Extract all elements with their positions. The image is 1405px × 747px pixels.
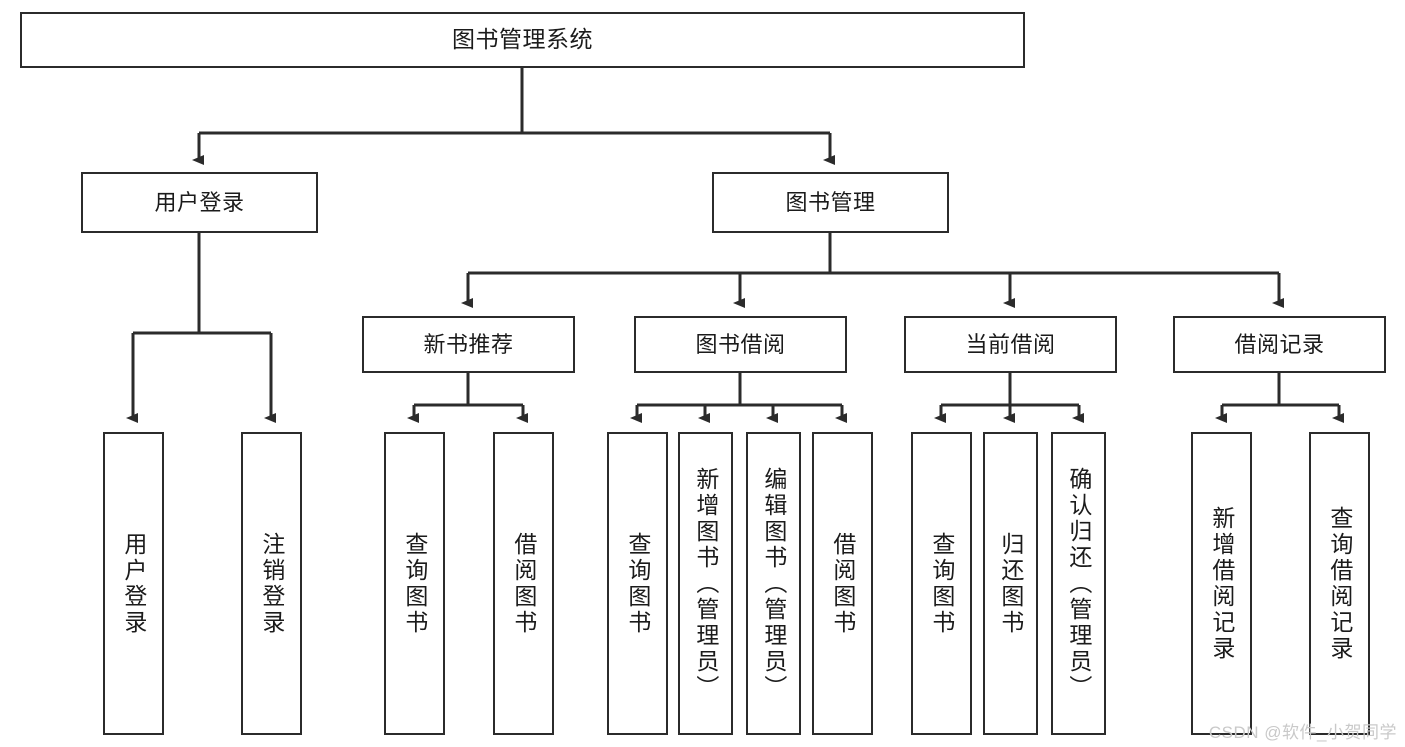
- node-new-book-recommendation[interactable]: 新书推荐: [362, 316, 575, 373]
- node-label: 图书管理系统: [452, 26, 593, 53]
- leaf-borrow-books-recommendation[interactable]: 借阅图书: [493, 432, 554, 735]
- node-current-borrowing[interactable]: 当前借阅: [904, 316, 1117, 373]
- node-label: 查询图书: [401, 531, 428, 636]
- leaf-return-books[interactable]: 归还图书: [983, 432, 1038, 735]
- node-book-borrowing[interactable]: 图书借阅: [634, 316, 847, 373]
- leaf-query-books-borrowing[interactable]: 查询图书: [607, 432, 668, 735]
- leaf-edit-book-admin[interactable]: 编辑图书（管理员）: [746, 432, 801, 735]
- leaf-query-borrowing-record[interactable]: 查询借阅记录: [1309, 432, 1370, 735]
- leaf-add-borrowing-record[interactable]: 新增借阅记录: [1191, 432, 1252, 735]
- node-label: 归还图书: [997, 531, 1024, 636]
- leaf-user-login[interactable]: 用户登录: [103, 432, 164, 735]
- node-book-management-system[interactable]: 图书管理系统: [20, 12, 1025, 68]
- node-label: 查询图书: [624, 531, 651, 636]
- leaf-logout[interactable]: 注销登录: [241, 432, 302, 735]
- node-label: 编辑图书（管理员）: [760, 466, 787, 701]
- node-borrowing-records[interactable]: 借阅记录: [1173, 316, 1386, 373]
- leaf-borrow-books-borrowing[interactable]: 借阅图书: [812, 432, 873, 735]
- node-label: 图书借阅: [695, 331, 786, 357]
- node-user-login[interactable]: 用户登录: [81, 172, 318, 233]
- node-label: 新增借阅记录: [1208, 505, 1235, 662]
- node-book-management[interactable]: 图书管理: [712, 172, 949, 233]
- node-label: 图书管理: [785, 189, 876, 215]
- node-label: 查询图书: [928, 531, 955, 636]
- leaf-query-books-current[interactable]: 查询图书: [911, 432, 972, 735]
- node-label: 查询借阅记录: [1326, 505, 1353, 662]
- csdn-watermark: CSDN @软件_小贺同学: [1208, 723, 1397, 742]
- node-label: 借阅图书: [510, 531, 537, 636]
- leaf-query-books-recommendation[interactable]: 查询图书: [384, 432, 445, 735]
- leaf-add-book-admin[interactable]: 新增图书（管理员）: [678, 432, 733, 735]
- node-label: 当前借阅: [965, 331, 1056, 357]
- node-label: 用户登录: [120, 531, 147, 636]
- node-label: 借阅记录: [1234, 331, 1325, 357]
- node-label: 新书推荐: [423, 331, 514, 357]
- leaf-confirm-return-admin[interactable]: 确认归还（管理员）: [1051, 432, 1106, 735]
- node-label: 用户登录: [154, 189, 245, 215]
- node-label: 借阅图书: [829, 531, 856, 636]
- node-label: 新增图书（管理员）: [692, 466, 719, 701]
- node-label: 确认归还（管理员）: [1065, 466, 1092, 701]
- node-label: 注销登录: [258, 531, 285, 636]
